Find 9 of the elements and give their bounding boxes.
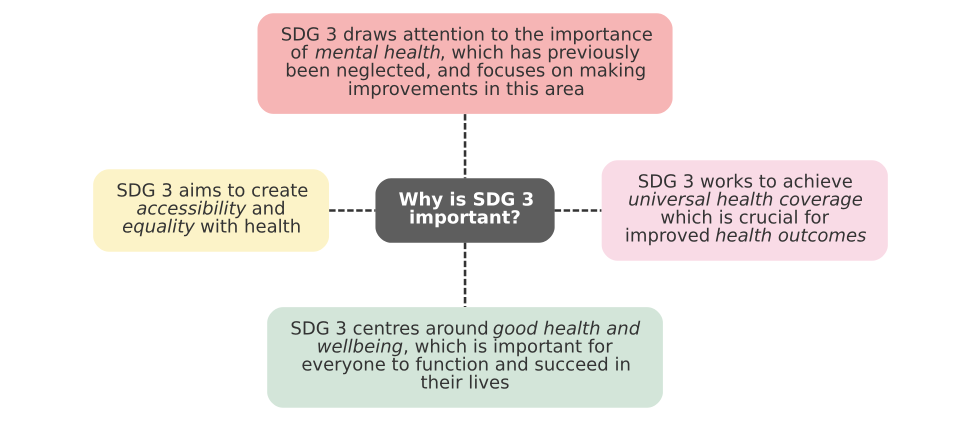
- node-box: SDG 3 centres around good health and wellbeing, which is important for everyone to function and succeed in their lives: [266, 307, 662, 408]
- connector: [554, 209, 601, 212]
- connector: [463, 114, 466, 178]
- connector: [328, 209, 375, 212]
- connector: [463, 242, 466, 308]
- node-box: Why is SDG 3 important?: [374, 178, 554, 243]
- node-box: SDG 3 works to achieve universal health coverage which is crucial for improved health outcomes: [601, 160, 888, 261]
- node-box: SDG 3 draws attention to the importance of mental health, which has previously been neglected, and focuses on making improvements in this area: [257, 13, 672, 114]
- node-box: SDG 3 aims to create accessibility and equality with health: [92, 169, 329, 252]
